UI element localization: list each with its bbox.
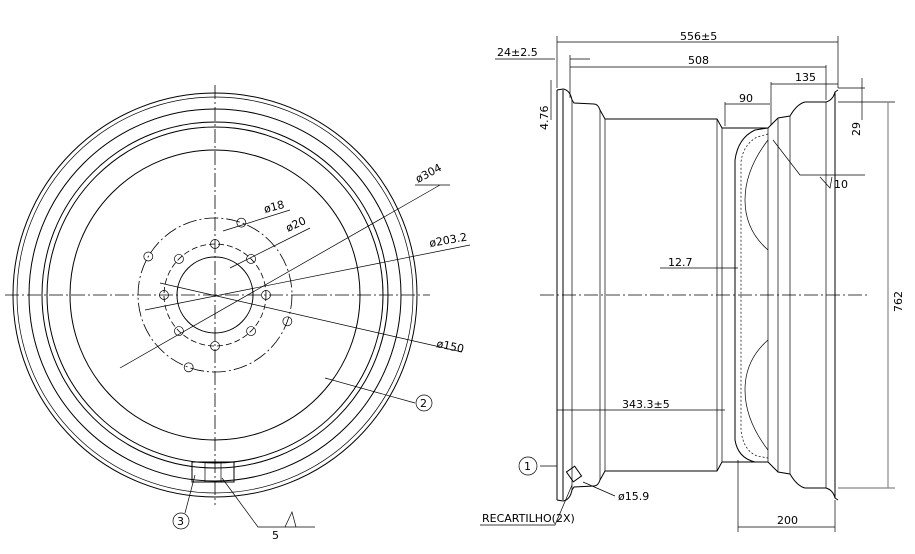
center-bore xyxy=(176,256,254,334)
weld-symbol xyxy=(819,176,833,189)
balloon-2 xyxy=(415,394,433,412)
dim-29: 29 xyxy=(850,122,863,136)
rim-profile-top xyxy=(556,88,839,129)
dim-d18: ø18 xyxy=(262,198,285,216)
dim-508: 508 xyxy=(688,54,709,67)
bolt-hole xyxy=(183,362,194,373)
dim-159: ø15.9 xyxy=(618,490,649,503)
leader-d203 xyxy=(144,244,471,311)
bolt-hole xyxy=(246,254,256,264)
balloon-3-label: 3 xyxy=(177,515,184,528)
balloon-2-label: 2 xyxy=(420,397,427,410)
side-view: 556±5 24±2.5 508 135 90 4.76 29 10 12.7 … xyxy=(480,30,905,532)
disc-circle xyxy=(69,149,361,441)
bolt-holes xyxy=(143,217,293,373)
dim-556: 556±5 xyxy=(680,30,717,43)
note-recartilho: RECARTILHO(2X) xyxy=(482,512,575,525)
bolt-hole xyxy=(210,239,220,249)
leader-d304 xyxy=(119,184,441,369)
surface-symbol xyxy=(284,510,297,528)
leader-2 xyxy=(324,377,416,404)
balloon-1 xyxy=(518,456,538,476)
disc-hatch xyxy=(740,133,769,459)
disc-profile xyxy=(734,127,769,463)
bolt-hole xyxy=(174,254,184,264)
front-view: ø304 ø18 ø20 ø203.2 ø150 2 3 5 xyxy=(5,85,471,542)
knurl-mark xyxy=(565,465,583,483)
dim-127: 12.7 xyxy=(668,256,693,269)
dim-135: 135 xyxy=(795,71,816,84)
bolt-hole xyxy=(282,316,293,327)
bolt-hole xyxy=(174,326,184,336)
disc-vent-arc xyxy=(744,339,769,451)
leader-3 xyxy=(184,474,196,514)
dim-d150: ø150 xyxy=(435,337,465,355)
leader-10 xyxy=(772,139,865,176)
rim-flange-circle xyxy=(28,108,402,482)
bolt-hole xyxy=(246,326,256,336)
surface-value: 5 xyxy=(272,529,279,542)
dim-200: 200 xyxy=(777,514,798,527)
disc-vent-arc xyxy=(744,139,769,251)
leader-recartilho xyxy=(480,484,573,526)
leader-d20 xyxy=(229,227,311,269)
dim-d304: ø304 xyxy=(413,161,444,185)
leader-d150 xyxy=(159,282,463,353)
rim-bead-circle xyxy=(41,121,389,469)
rim-well-circle xyxy=(46,126,384,464)
balloon-3 xyxy=(172,512,190,530)
bolt-hole xyxy=(159,290,169,300)
bolt-hole xyxy=(210,341,220,351)
leader-d18 xyxy=(222,209,291,232)
bolt-hole xyxy=(143,251,154,262)
rim-outer-circle xyxy=(12,92,418,498)
valve-hole xyxy=(191,461,235,483)
dim-24: 24±2.5 xyxy=(497,46,538,59)
bolt-hole xyxy=(261,290,271,300)
leader-159 xyxy=(582,481,616,497)
outer-bolt-circle xyxy=(137,217,293,373)
dim-d203: ø203.2 xyxy=(428,231,468,250)
dim-476: 4.76 xyxy=(538,106,551,131)
rim-edge-circle xyxy=(16,96,414,494)
dim-343: 343.3±5 xyxy=(622,398,670,411)
bolt-hole xyxy=(236,217,247,228)
rim-profile-bottom xyxy=(556,461,839,502)
dim-10: 10 xyxy=(834,178,848,191)
dim-90: 90 xyxy=(739,92,753,105)
dim-762: 762 xyxy=(892,291,905,312)
balloon-1-label: 1 xyxy=(524,460,531,473)
dim-d20: ø20 xyxy=(284,214,308,235)
inner-bolt-circle xyxy=(163,243,267,347)
